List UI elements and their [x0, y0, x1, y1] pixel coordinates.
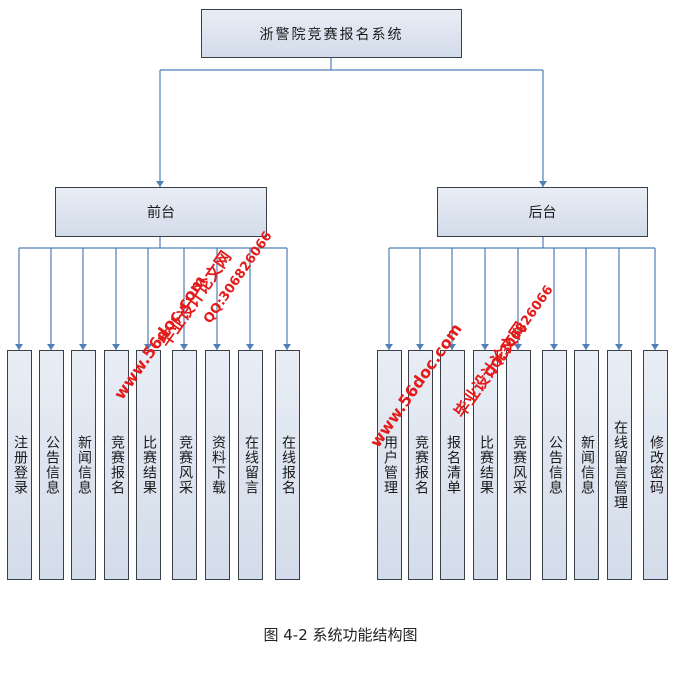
leaf-label: 竞赛报名 — [413, 435, 429, 495]
back-label: 后台 — [528, 205, 557, 221]
root-label: 浙警院竞赛报名系统 — [259, 26, 404, 43]
leaf-label: 新闻信息 — [76, 435, 92, 495]
leaf-label: 在线报名 — [280, 435, 296, 495]
leaf-label: 修改密码 — [648, 435, 664, 495]
leaf-label: 竞赛风采 — [177, 435, 193, 495]
leaf-label: 比赛结果 — [141, 435, 157, 495]
leaf-label: 竞赛报名 — [109, 435, 125, 495]
back-leaf: 公告信息 — [542, 350, 567, 580]
front-leaf: 资料下载 — [205, 350, 230, 580]
leaf-label: 新闻信息 — [579, 435, 595, 495]
front-label: 前台 — [147, 205, 175, 221]
root-node: 浙警院竞赛报名系统 — [201, 9, 462, 58]
front-leaf: 在线留言 — [238, 350, 263, 580]
figure-caption: 图 4-2 系统功能结构图 — [263, 626, 418, 644]
leaf-label: 资料下载 — [210, 435, 226, 495]
front-leaf: 比赛结果 — [136, 350, 161, 580]
front-leaf: 竞赛报名 — [104, 350, 129, 580]
back-leaf: 在线留言管理 — [607, 350, 632, 580]
front-node: 前台 — [55, 187, 267, 237]
leaf-label: 公告信息 — [547, 435, 563, 495]
leaf-label: 注册登录 — [12, 435, 28, 495]
leaf-label: 公告信息 — [44, 435, 60, 495]
leaf-label: 报名清单 — [445, 435, 461, 495]
front-leaf: 在线报名 — [275, 350, 300, 580]
leaf-label: 用户管理 — [382, 435, 398, 495]
leaf-label: 比赛结果 — [478, 435, 494, 495]
back-leaf: 用户管理 — [377, 350, 402, 580]
back-leaf: 新闻信息 — [574, 350, 599, 580]
leaf-label: 在线留言管理 — [612, 420, 628, 510]
leaf-label: 在线留言 — [243, 435, 259, 495]
front-leaf: 竞赛风采 — [172, 350, 197, 580]
back-leaf: 比赛结果 — [473, 350, 498, 580]
leaf-label: 竞赛风采 — [511, 435, 527, 495]
front-leaf: 公告信息 — [39, 350, 64, 580]
front-leaf: 新闻信息 — [71, 350, 96, 580]
back-leaf: 报名清单 — [440, 350, 465, 580]
back-leaf: 修改密码 — [643, 350, 668, 580]
back-leaf: 竞赛报名 — [408, 350, 433, 580]
back-node: 后台 — [437, 187, 648, 237]
front-leaf: 注册登录 — [7, 350, 32, 580]
back-leaf: 竞赛风采 — [506, 350, 531, 580]
